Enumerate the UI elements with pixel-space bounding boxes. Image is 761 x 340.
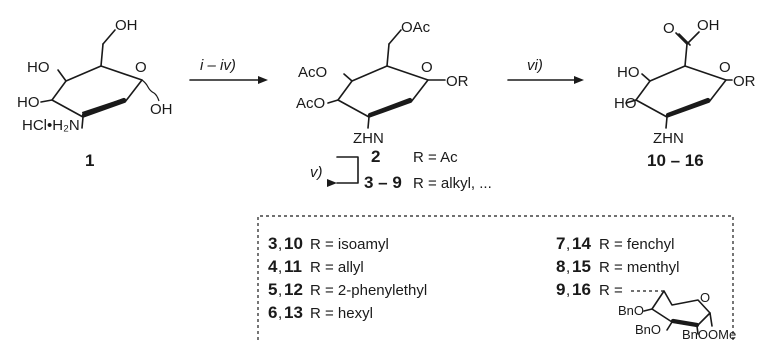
gluc-bno2: BnO bbox=[682, 327, 708, 340]
c2-zhn: ZHN bbox=[353, 130, 384, 147]
c10-oh-acid: OH bbox=[697, 17, 720, 34]
svg-text:,: , bbox=[566, 259, 570, 276]
c1-oh1: OH bbox=[150, 101, 173, 118]
row2-text: R = Ac bbox=[413, 149, 458, 166]
c10-or1: OR bbox=[733, 73, 756, 90]
left-num2-1: 11 bbox=[284, 257, 302, 276]
left-num-2: 5 bbox=[268, 280, 277, 299]
left-num2-2: 12 bbox=[284, 280, 303, 299]
right-num-1: 8 bbox=[556, 257, 565, 276]
step3-label: v) bbox=[310, 164, 323, 181]
compound-1: OH HO HO O OH HCl•H₂N 1 bbox=[17, 17, 173, 170]
left-text-3: R = hexyl bbox=[310, 305, 373, 322]
c2-oac6: OAc bbox=[401, 19, 431, 36]
right-text-1: R = menthyl bbox=[599, 259, 679, 276]
left-text-2: R = 2-phenylethyl bbox=[310, 282, 427, 299]
compound-2: OAc AcO AcO O OR ZHN bbox=[296, 19, 469, 147]
step2-label: vi) bbox=[527, 57, 543, 74]
gluc-ome: OMe bbox=[708, 327, 736, 340]
c1-ho4: HO bbox=[27, 59, 50, 76]
row3-number: 3 – 9 bbox=[364, 173, 402, 192]
c10-zhn: ZHN bbox=[653, 130, 684, 147]
c1-oh6: OH bbox=[115, 17, 138, 34]
c10-o5: O bbox=[719, 59, 731, 76]
left-num-1: 4 bbox=[268, 257, 278, 276]
c2-o5: O bbox=[421, 59, 433, 76]
right-num-0: 7 bbox=[556, 234, 565, 253]
svg-text:,: , bbox=[566, 282, 570, 299]
substituent-rows: v) 2 R = Ac 3 – 9 R = alkyl, ... bbox=[310, 147, 492, 192]
svg-text:,: , bbox=[278, 259, 282, 276]
left-num-0: 3 bbox=[268, 234, 277, 253]
step1-label: i – iv) bbox=[200, 57, 236, 74]
glucoside-substituent: O BnO BnO BnO OMe bbox=[618, 290, 736, 340]
left-text-1: R = allyl bbox=[310, 259, 364, 276]
table-left: 3 , 10 R = isoamyl 4 , 11 R = allyl 5 , … bbox=[268, 234, 427, 322]
c10-ho3: HO bbox=[614, 95, 637, 112]
svg-text:,: , bbox=[566, 236, 570, 253]
right-num2-2: 16 bbox=[572, 280, 591, 299]
svg-text:,: , bbox=[278, 236, 282, 253]
c10-ho4: HO bbox=[617, 64, 640, 81]
left-num-3: 6 bbox=[268, 303, 277, 322]
c1-ho3: HO bbox=[17, 94, 40, 111]
row3-text: R = alkyl, ... bbox=[413, 175, 492, 192]
table-right: 7 , 14 R = fenchyl 8 , 15 R = menthyl 9 … bbox=[556, 234, 679, 299]
left-num2-0: 10 bbox=[284, 234, 303, 253]
left-num2-3: 13 bbox=[284, 303, 303, 322]
left-text-0: R = isoamyl bbox=[310, 236, 389, 253]
right-num2-1: 15 bbox=[572, 257, 591, 276]
substituent-table: 3 , 10 R = isoamyl 4 , 11 R = allyl 5 , … bbox=[257, 215, 736, 340]
svg-text:,: , bbox=[278, 282, 282, 299]
c1-number: 1 bbox=[85, 151, 94, 170]
right-text-0: R = fenchyl bbox=[599, 236, 674, 253]
gluc-o5: O bbox=[700, 290, 710, 305]
c10-number: 10 – 16 bbox=[647, 151, 704, 170]
c2-aco3: AcO bbox=[296, 95, 325, 112]
row2-number: 2 bbox=[371, 147, 380, 166]
c10-o-carb: O bbox=[663, 20, 675, 37]
gluc-bno4: BnO bbox=[618, 303, 644, 318]
c2-aco4: AcO bbox=[298, 64, 327, 81]
right-num-2: 9 bbox=[556, 280, 565, 299]
right-text-2: R = bbox=[599, 282, 623, 299]
right-num2-0: 14 bbox=[572, 234, 591, 253]
gluc-bno3: BnO bbox=[635, 322, 661, 337]
arrow-step2: vi) bbox=[507, 57, 584, 84]
svg-text:,: , bbox=[278, 305, 282, 322]
c2-or1: OR bbox=[446, 73, 469, 90]
compound-10-16: OH O HO HO O OR ZHN 10 – 16 bbox=[614, 17, 756, 170]
c1-o5: O bbox=[135, 59, 147, 76]
c1-salt: HCl•H₂N bbox=[22, 117, 80, 134]
arrow-step1: i – iv) bbox=[189, 57, 268, 84]
